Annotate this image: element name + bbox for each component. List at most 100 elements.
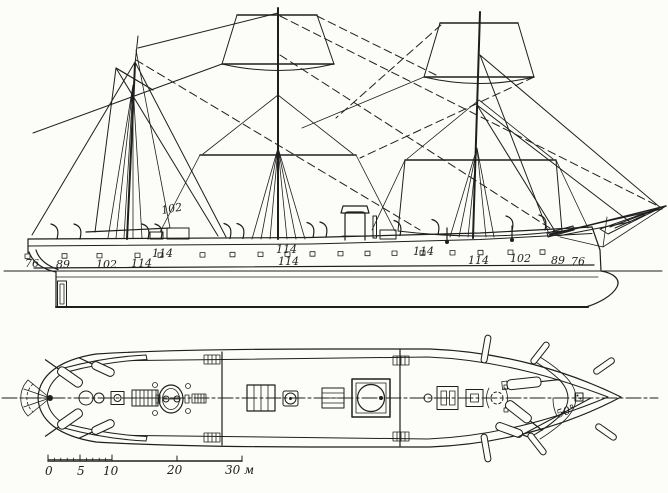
arc-pivot-dot — [47, 395, 53, 401]
deckhouse-aft — [166, 227, 190, 240]
bow-gun — [501, 376, 561, 391]
stern-mount-circle-large — [78, 390, 94, 406]
gunport — [337, 250, 344, 257]
scale-bar: 0 5 10 20 30 м — [45, 454, 254, 478]
shrouds — [107, 84, 495, 240]
main-yard-braces — [159, 154, 396, 233]
gunport — [539, 249, 546, 255]
gun-caliber-label: 102 — [510, 252, 531, 265]
small-grating — [191, 393, 207, 404]
gun-caliber-label: 76 — [571, 255, 585, 268]
stern-boat-boom-top — [63, 354, 148, 373]
deck-plan: 50° — [1, 334, 659, 463]
mizzen-gaff — [115, 67, 154, 91]
capstan-small — [423, 393, 433, 403]
fore-topsail — [423, 22, 535, 84]
scale-major-ticks — [47, 454, 243, 462]
funnel-body — [344, 211, 366, 241]
funnel-cap — [340, 205, 370, 214]
scale-tick-label: 30 м — [225, 463, 254, 477]
deckhouse-small — [149, 231, 164, 240]
engine-hatch-oval — [152, 382, 191, 416]
masts-and-yards — [85, 7, 667, 248]
anchor-dot-2 — [510, 238, 514, 242]
gunport — [24, 253, 31, 259]
rudder-inner — [59, 283, 65, 305]
davit — [530, 341, 550, 365]
gunport — [364, 250, 371, 257]
stern-gun — [44, 359, 83, 388]
gun-caliber-label: 102 — [160, 201, 183, 217]
bow-firing-arc: 50° — [517, 397, 592, 438]
stern-gun — [78, 419, 115, 439]
engine-skylight — [321, 387, 345, 409]
scale-tick-label: 5 — [77, 464, 85, 478]
ram-bow — [585, 270, 619, 308]
gun-caliber-label: 89 — [551, 254, 565, 267]
stern-mount-circle-small — [93, 392, 105, 404]
stern-firing-arc — [20, 379, 53, 417]
bow-netting-hatch — [599, 206, 663, 235]
gunport — [309, 251, 316, 257]
boat-davit-hooks — [50, 214, 547, 240]
gunport — [157, 252, 164, 258]
gun-caliber-label: 76 — [25, 257, 39, 270]
mizzen-backstay — [31, 61, 136, 236]
davit — [593, 357, 615, 375]
gun-caliber-labels: 102 76 89 102 114 114 114 114 114 114 10… — [25, 201, 585, 271]
gun-caliber-label: 114 — [152, 247, 173, 260]
gunport — [449, 250, 456, 256]
gunport — [257, 251, 264, 258]
forecastle-break-curve — [533, 360, 569, 436]
arc-dashed — [26, 383, 34, 413]
hull-side-bottom-edge — [33, 264, 595, 269]
gunport — [61, 253, 68, 259]
scale-tick-label: 0 — [45, 464, 53, 478]
fore-clew-brace — [301, 76, 425, 129]
side-elevation: 102 76 89 102 114 114 114 114 114 114 10… — [3, 7, 667, 308]
gunport — [96, 252, 103, 259]
gunport — [199, 252, 206, 258]
davit — [595, 423, 617, 441]
boat-davits-plan — [480, 334, 617, 463]
funnel-plan — [351, 378, 391, 418]
bow-gun — [504, 400, 543, 431]
mizzen-boom — [85, 227, 171, 233]
main-yard-lifts — [202, 94, 354, 155]
deck-hatch-ladders — [203, 354, 410, 443]
stern-guns-plan — [44, 357, 115, 439]
mizzen-mast — [126, 63, 136, 240]
gun-caliber-label: 102 — [96, 258, 117, 271]
stern-gun — [44, 408, 83, 437]
gunport — [229, 251, 236, 258]
gunport — [284, 251, 291, 257]
stem — [591, 226, 602, 272]
main-lower-stay — [279, 54, 557, 233]
arc-outer — [20, 379, 29, 417]
mizzen-mast-plan — [110, 391, 125, 405]
stern-boat-boom-bottom — [63, 423, 148, 442]
hull-side-profile — [3, 226, 663, 308]
skylight-grating-aft — [131, 389, 159, 407]
gun-caliber-label: 114 — [413, 245, 434, 258]
mizzen-shrouds — [107, 84, 143, 239]
gunport — [419, 250, 426, 256]
davit — [480, 334, 492, 364]
arc-limit-line — [517, 397, 592, 438]
gun-caliber-label: 114 — [278, 255, 299, 268]
gunport — [477, 249, 484, 256]
deck-line — [27, 233, 593, 247]
arc-rays — [21, 379, 51, 417]
mizzen-topmast — [134, 35, 139, 65]
hull-outer-line — [37, 348, 622, 448]
bow-bitt-square — [574, 392, 584, 402]
ladder-hatch — [203, 354, 221, 365]
scale-tick-label: 10 — [103, 464, 119, 478]
gun-caliber-label: 89 — [56, 258, 70, 271]
double-hatch — [436, 386, 459, 410]
main-to-mizzen-stay — [137, 12, 279, 49]
fore-topsail-brace — [335, 24, 442, 119]
main-shrouds — [251, 147, 306, 240]
